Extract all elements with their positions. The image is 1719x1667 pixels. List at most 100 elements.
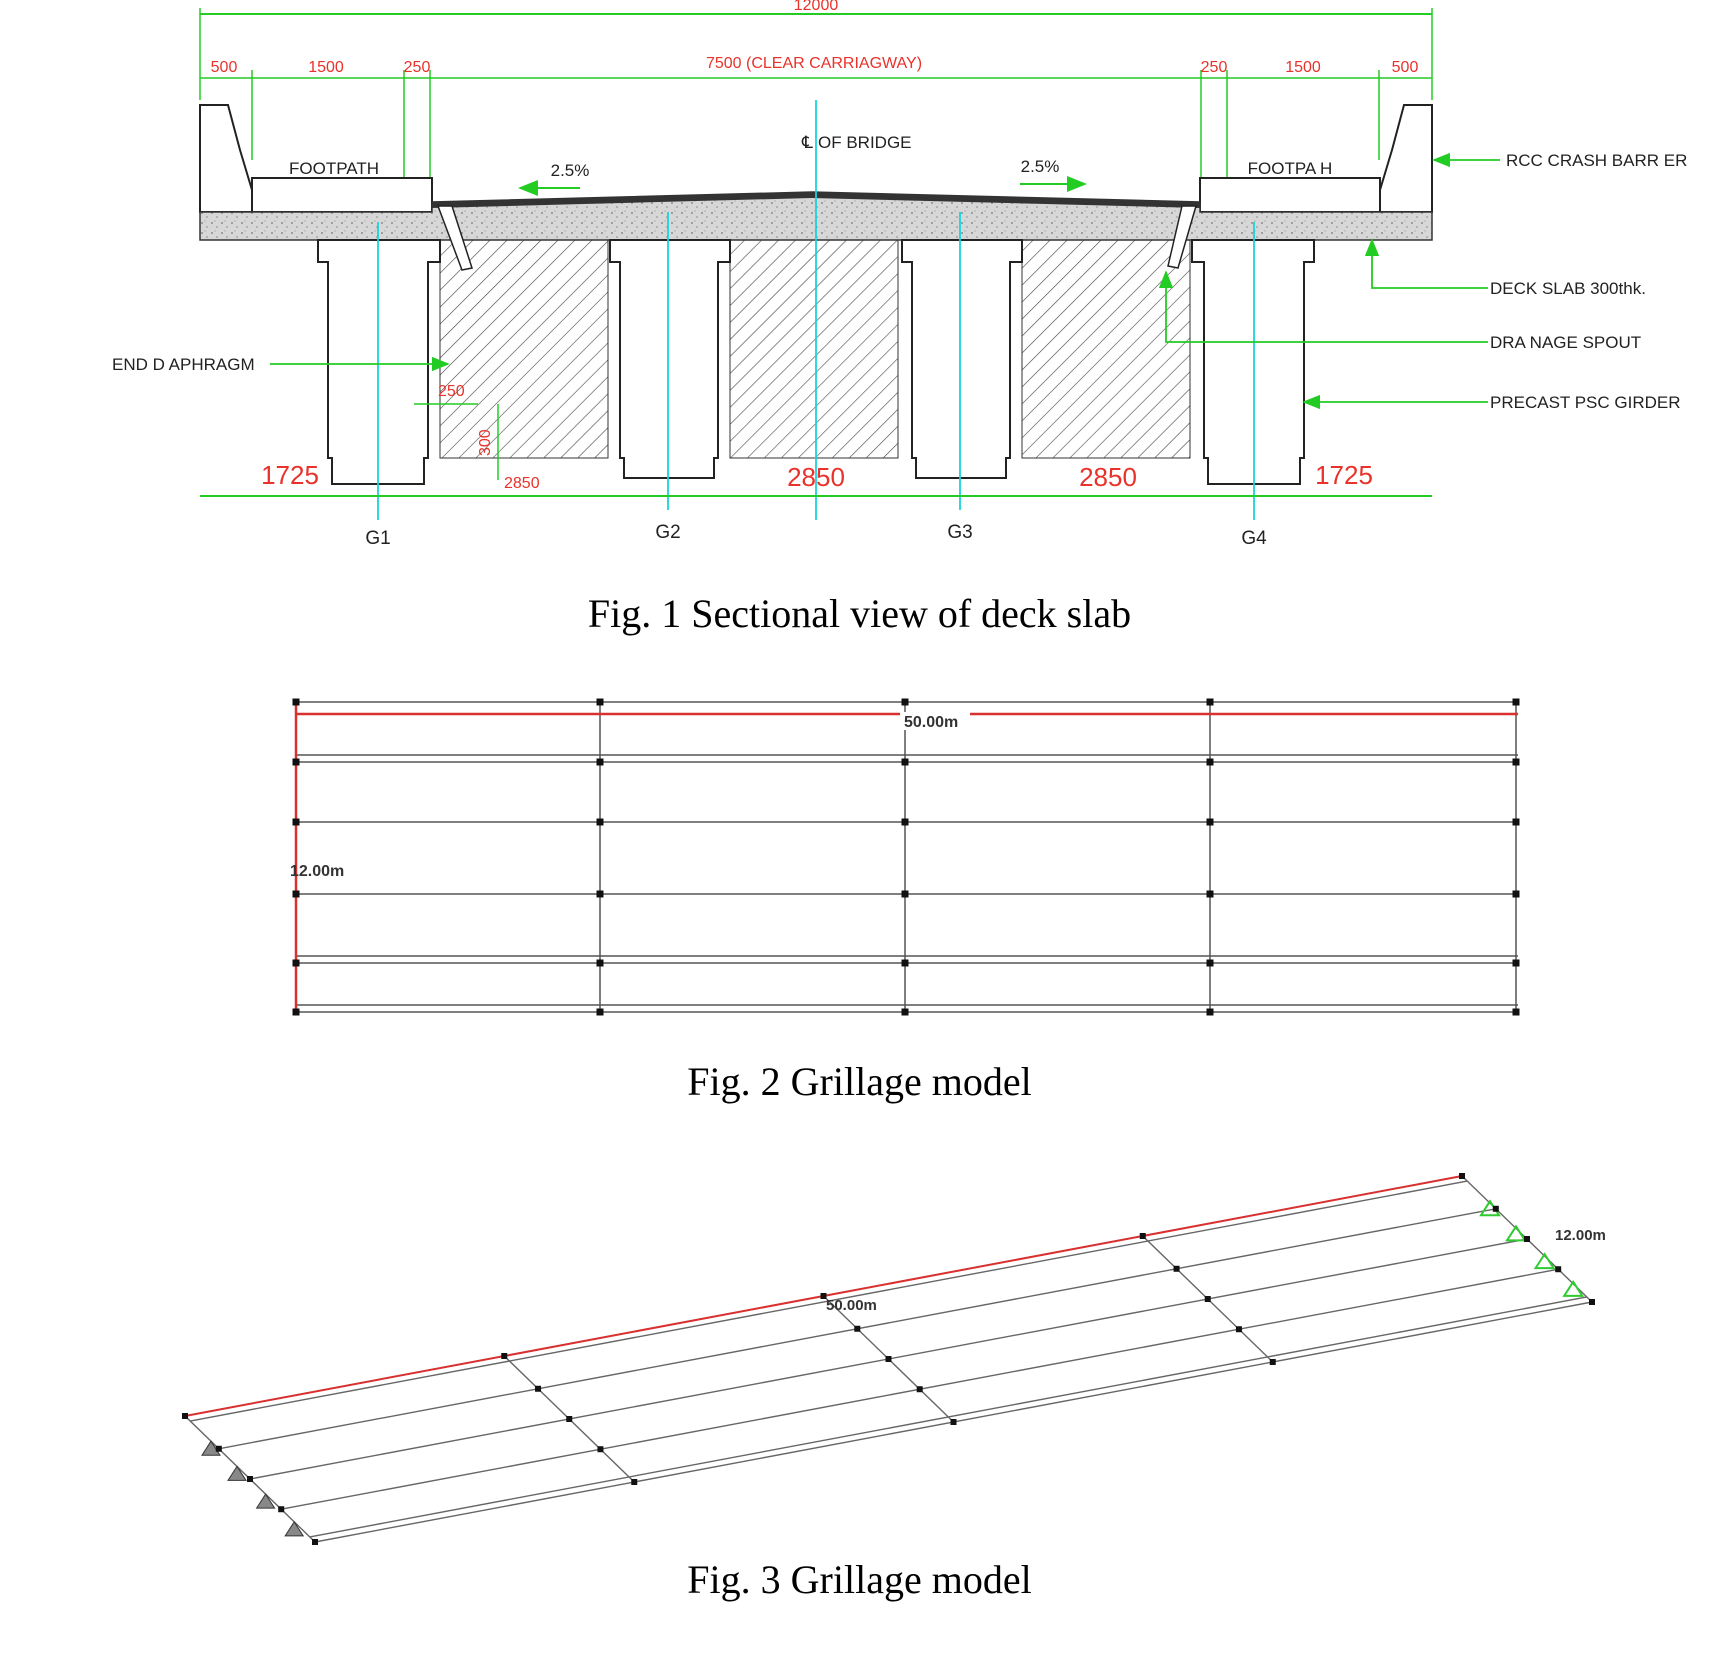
grillage-plan-node [1206, 959, 1214, 967]
grillage-iso-node [1555, 1266, 1562, 1273]
grillage-iso-node [1204, 1296, 1211, 1302]
grillage-plan-node [596, 959, 604, 967]
grillage-iso-node [312, 1539, 318, 1545]
grillage-plan-node [1206, 1008, 1214, 1016]
footpath-right-label: FOOTPA H [1248, 159, 1333, 178]
grillage-iso-node [278, 1506, 285, 1513]
overall-dim-label: 12000 [794, 0, 839, 14]
end-diaphragm-label: END D APHRAGM [112, 355, 255, 374]
dim-500-left: 500 [211, 59, 238, 76]
support-icon [1533, 1252, 1556, 1270]
grillage-iso-node [182, 1413, 188, 1419]
figure-2-caption: Fig. 2 Grillage model [687, 1059, 1032, 1104]
grillage-iso-node [1235, 1326, 1242, 1333]
girder-label: PRECAST PSC GIRDER [1490, 393, 1681, 412]
camber-right-label: 2.5% [1021, 157, 1060, 176]
support-icon [284, 1520, 305, 1537]
grillage-iso-node [1492, 1205, 1499, 1212]
dim-250-left: 250 [404, 59, 431, 76]
grillage-iso-node [916, 1386, 923, 1393]
grillage-plan-node [901, 818, 909, 826]
girder-g1 [317, 239, 441, 485]
crash-barrier-right [1379, 104, 1433, 213]
grillage-plan-node [1512, 890, 1520, 898]
grillage-plan-drawing: 50.00m 12.00m [290, 698, 1520, 1016]
grillage-plan-node [596, 818, 604, 826]
grillage-plan-node [596, 698, 604, 706]
grillage-iso-node [885, 1356, 892, 1362]
support-icon [1562, 1279, 1585, 1297]
grillage-plan-node [901, 890, 909, 898]
grillage-plan-node [901, 698, 909, 706]
grillage-isometric-drawing: 50.00m 12.00m [182, 1173, 1606, 1545]
dim-1725-right: 1725 [1315, 460, 1373, 490]
girder-label-g2: G2 [655, 522, 680, 543]
grillage-plan-length-label: 50.00m [904, 714, 958, 731]
footpath-left [251, 177, 433, 213]
dim-2850-mid: 2850 [787, 462, 845, 492]
support-icon [1505, 1224, 1527, 1242]
grillage-plan-width-label: 12.00m [290, 863, 344, 880]
grillage-iso-node [597, 1446, 604, 1453]
dim-1500-left: 1500 [308, 59, 344, 76]
footpath-left-label: FOOTPATH [289, 159, 379, 178]
grillage-plan-node [1512, 758, 1520, 766]
grillage-iso-node [535, 1385, 542, 1392]
figure-1-caption: Fig. 1 Sectional view of deck slab [587, 591, 1132, 636]
grillage-plan-node [292, 818, 300, 826]
grillage-plan-node [1206, 890, 1214, 898]
overall-dimension: 12000 [199, 0, 1433, 100]
end-diaphragm-bay-2 [729, 239, 899, 459]
grillage-plan-node [292, 1008, 300, 1016]
crash-barrier-left [199, 104, 253, 213]
grillage-iso-width-label: 12.00m [1555, 1227, 1606, 1244]
grillage-plan-transverses [599, 702, 1517, 1012]
bottom-dimensions: 1725 2850 2850 1725 [200, 460, 1432, 497]
deck-section-drawing: 12000 500 1500 250 250 1500 500 7500 (CL… [112, 0, 1687, 549]
footpath-right [1199, 177, 1381, 213]
grillage-iso-node [820, 1293, 827, 1299]
grillage-iso-supports-left [201, 1440, 305, 1537]
diaphragm-height-dim: 300 [477, 429, 494, 456]
girder-label-g1: G1 [365, 528, 390, 549]
grillage-plan-node [596, 1008, 604, 1016]
drainage-spout-right [1167, 205, 1197, 269]
grillage-plan-node [292, 959, 300, 967]
grillage-iso-length-label: 50.00m [826, 1297, 877, 1314]
girder-g4 [1191, 239, 1315, 485]
girder-label-g3: G3 [947, 522, 972, 543]
dim-500-right: 500 [1392, 59, 1419, 76]
dim-2850-right: 2850 [1079, 462, 1137, 492]
grillage-plan-node [901, 1008, 909, 1016]
drainage-spout-left [436, 205, 473, 271]
callout-leaders [270, 152, 1500, 410]
grillage-plan-node [596, 758, 604, 766]
grillage-plan-node [292, 758, 300, 766]
grillage-plan-node [1206, 758, 1214, 766]
diaphragm-dims [414, 403, 499, 480]
dim-1725-left: 1725 [261, 460, 319, 490]
dim-1500-right: 1500 [1285, 59, 1321, 76]
grillage-plan-node [901, 959, 909, 967]
grillage-plan-node [901, 758, 909, 766]
grillage-iso-node [566, 1416, 573, 1422]
girder-g2 [609, 239, 731, 479]
drainage-spout-label: DRA NAGE SPOUT [1490, 333, 1641, 352]
grillage-plan-node [596, 890, 604, 898]
grillage-plan-node [1512, 698, 1520, 706]
grillage-plan-node [1206, 698, 1214, 706]
diaphragm-span-dim: 2850 [504, 475, 540, 492]
grillage-iso-node [631, 1479, 638, 1485]
grillage-iso-node [854, 1325, 861, 1332]
grillage-iso-node [1524, 1236, 1530, 1242]
grillage-iso-supports-right [1479, 1199, 1585, 1297]
grillage-iso-node [1269, 1359, 1276, 1365]
end-diaphragm-bay-3 [1021, 239, 1191, 459]
end-diaphragm-bay-1 [439, 239, 609, 459]
grillage-plan-node [1512, 959, 1520, 967]
grillage-iso-node [1459, 1173, 1465, 1179]
centerline-symbol: ℄ [801, 133, 813, 152]
carriageway-dim-label: 7500 (CLEAR CARRIAGWAY) [706, 55, 922, 72]
figure-3-caption: Fig. 3 Grillage model [687, 1557, 1032, 1602]
grillage-plan-node [292, 890, 300, 898]
